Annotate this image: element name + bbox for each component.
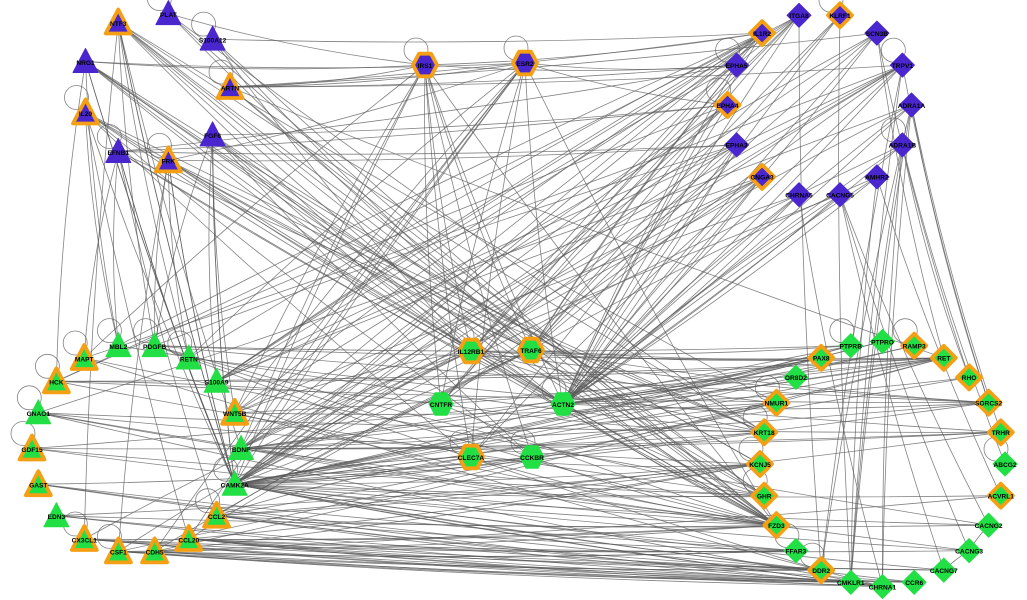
svg-text:PTPRB: PTPRB (840, 343, 863, 350)
svg-text:CACNG2: CACNG2 (975, 523, 1003, 530)
svg-text:WNT5B: WNT5B (223, 411, 247, 418)
svg-text:IL1R2: IL1R2 (753, 31, 771, 38)
svg-text:ARTN: ARTN (221, 85, 240, 92)
svg-text:CACNG7: CACNG7 (930, 568, 958, 575)
svg-text:ACTN2: ACTN2 (552, 402, 574, 409)
svg-text:EFNB1: EFNB1 (107, 150, 129, 157)
svg-text:CCL20: CCL20 (178, 537, 199, 544)
svg-text:CHRNA1: CHRNA1 (869, 584, 897, 591)
svg-text:SORCS2: SORCS2 (975, 400, 1002, 407)
svg-text:S100A9: S100A9 (205, 380, 229, 387)
svg-text:KRT18: KRT18 (754, 430, 775, 437)
svg-text:PLAT: PLAT (160, 12, 177, 19)
svg-text:S100A12: S100A12 (199, 37, 227, 44)
svg-text:KCNJ5: KCNJ5 (749, 462, 771, 469)
svg-text:BDNF: BDNF (232, 447, 250, 454)
svg-text:CCKBR: CCKBR (520, 455, 544, 462)
svg-text:CACNG3: CACNG3 (955, 548, 983, 555)
svg-text:CMKLR1: CMKLR1 (837, 580, 865, 587)
svg-text:MAPT: MAPT (75, 356, 94, 363)
svg-text:RETN: RETN (180, 356, 198, 363)
svg-text:HCK: HCK (49, 380, 64, 387)
svg-text:RET: RET (937, 356, 950, 363)
svg-text:CDH5: CDH5 (146, 550, 164, 557)
svg-text:PAX8: PAX8 (813, 356, 830, 363)
svg-text:FGF6: FGF6 (204, 133, 221, 140)
svg-text:MBL2: MBL2 (109, 344, 127, 351)
svg-text:PTPRO: PTPRO (871, 339, 894, 346)
svg-text:NRG1: NRG1 (76, 60, 95, 67)
svg-text:CNTFR: CNTFR (430, 402, 453, 409)
svg-text:ESR2: ESR2 (516, 61, 534, 68)
svg-text:GDF15: GDF15 (21, 447, 43, 454)
svg-text:FRK: FRK (162, 159, 176, 166)
svg-text:EPHA3: EPHA3 (726, 143, 748, 150)
svg-text:CACNG5: CACNG5 (826, 192, 854, 199)
svg-text:IRS1: IRS1 (418, 63, 433, 70)
svg-text:ACVRL1: ACVRL1 (988, 493, 1015, 500)
svg-text:CX3CL1: CX3CL1 (72, 537, 98, 544)
svg-text:EDN3: EDN3 (48, 514, 66, 521)
svg-text:CAMK2A: CAMK2A (221, 482, 249, 489)
svg-text:CNGA3: CNGA3 (751, 175, 774, 182)
svg-text:DDR2: DDR2 (812, 568, 830, 575)
svg-text:RHO: RHO (962, 375, 977, 382)
svg-text:ADRA1B: ADRA1B (889, 143, 917, 150)
svg-text:CSF1: CSF1 (110, 550, 127, 557)
svg-text:ABCG2: ABCG2 (993, 462, 1016, 469)
svg-text:GHR: GHR (757, 493, 772, 500)
svg-text:TRHR: TRHR (992, 430, 1011, 437)
svg-text:NTF3: NTF3 (110, 21, 127, 28)
svg-text:KLRF1: KLRF1 (829, 13, 851, 20)
svg-text:CCL2: CCL2 (208, 514, 226, 521)
svg-text:EPHA4: EPHA4 (717, 103, 739, 110)
svg-text:EPHA5: EPHA5 (726, 63, 748, 70)
svg-text:CCR6: CCR6 (905, 580, 923, 587)
svg-text:FFAR3: FFAR3 (785, 548, 806, 555)
svg-text:NMUR1: NMUR1 (765, 401, 789, 408)
svg-text:CHRNA5: CHRNA5 (785, 192, 813, 199)
svg-text:IL20: IL20 (79, 111, 93, 118)
svg-text:SCN3B: SCN3B (866, 31, 889, 38)
svg-text:GNAO1: GNAO1 (27, 411, 51, 418)
svg-text:TRAF6: TRAF6 (520, 348, 542, 355)
svg-text:AMHR2: AMHR2 (865, 175, 889, 182)
svg-text:ADRA1A: ADRA1A (898, 103, 926, 110)
svg-text:RAMP3: RAMP3 (903, 343, 926, 350)
svg-text:TRPV1: TRPV1 (892, 63, 914, 70)
svg-text:OR8D2: OR8D2 (785, 375, 807, 382)
svg-text:GAST: GAST (29, 482, 47, 489)
svg-text:PDGFB: PDGFB (143, 344, 166, 351)
svg-text:FZD3: FZD3 (768, 523, 785, 530)
svg-text:IL12RB1: IL12RB1 (458, 349, 485, 356)
svg-text:CLEC7A: CLEC7A (458, 455, 485, 462)
svg-text:ITGA8: ITGA8 (789, 13, 809, 20)
